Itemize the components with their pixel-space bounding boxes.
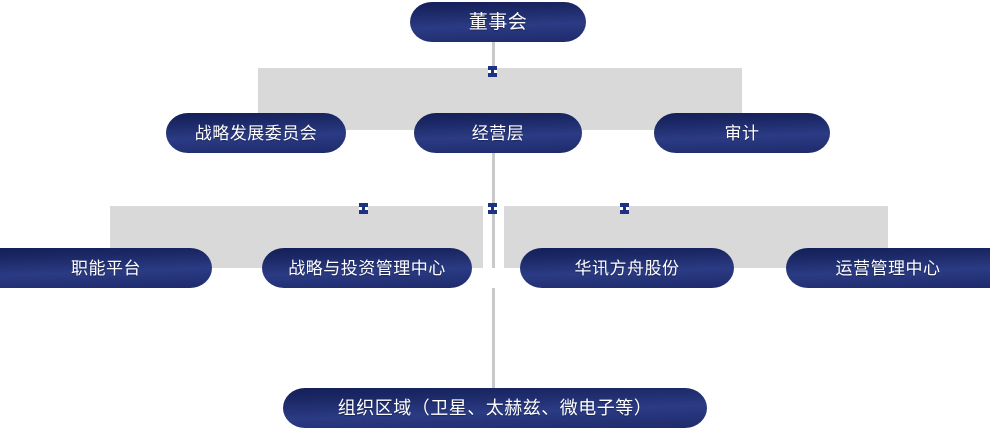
node-strategy-investment-center-label: 战略与投资管理中心 xyxy=(288,258,446,278)
node-management-layer-label: 经营层 xyxy=(471,123,525,143)
junction-marker-level2-center xyxy=(488,66,497,77)
node-strategy-committee-label: 战略发展委员会 xyxy=(194,123,318,143)
junction-marker-level3-right xyxy=(620,203,629,214)
junction-marker-level3-center xyxy=(488,203,497,214)
node-huaxun-fangzhou-label: 华讯方舟股份 xyxy=(574,258,680,278)
node-audit-label: 审计 xyxy=(724,123,760,143)
connector-board-to-level2 xyxy=(492,42,495,70)
node-management-layer[interactable]: 经营层 xyxy=(414,113,582,153)
node-org-areas-label: 组织区域（卫星、太赫兹、微电子等） xyxy=(337,398,653,418)
node-functional-platform-label: 职能平台 xyxy=(71,258,141,278)
node-functional-platform[interactable]: 职能平台 xyxy=(0,248,212,288)
node-board-label: 董事会 xyxy=(468,11,528,33)
node-strategy-committee[interactable]: 战略发展委员会 xyxy=(166,113,346,153)
node-huaxun-fangzhou[interactable]: 华讯方舟股份 xyxy=(520,248,734,288)
node-strategy-investment-center[interactable]: 战略与投资管理中心 xyxy=(262,248,472,288)
node-board[interactable]: 董事会 xyxy=(410,2,586,42)
connector-level3-to-level4 xyxy=(492,288,495,390)
connector-spine-in-gap xyxy=(492,206,495,268)
node-audit[interactable]: 审计 xyxy=(654,113,830,153)
node-operations-center-label: 运营管理中心 xyxy=(835,258,941,278)
junction-marker-level3-left xyxy=(359,203,368,214)
node-org-areas[interactable]: 组织区域（卫星、太赫兹、微电子等） xyxy=(283,388,707,428)
node-operations-center[interactable]: 运营管理中心 xyxy=(786,248,990,288)
connector-management-to-level3 xyxy=(492,153,495,208)
